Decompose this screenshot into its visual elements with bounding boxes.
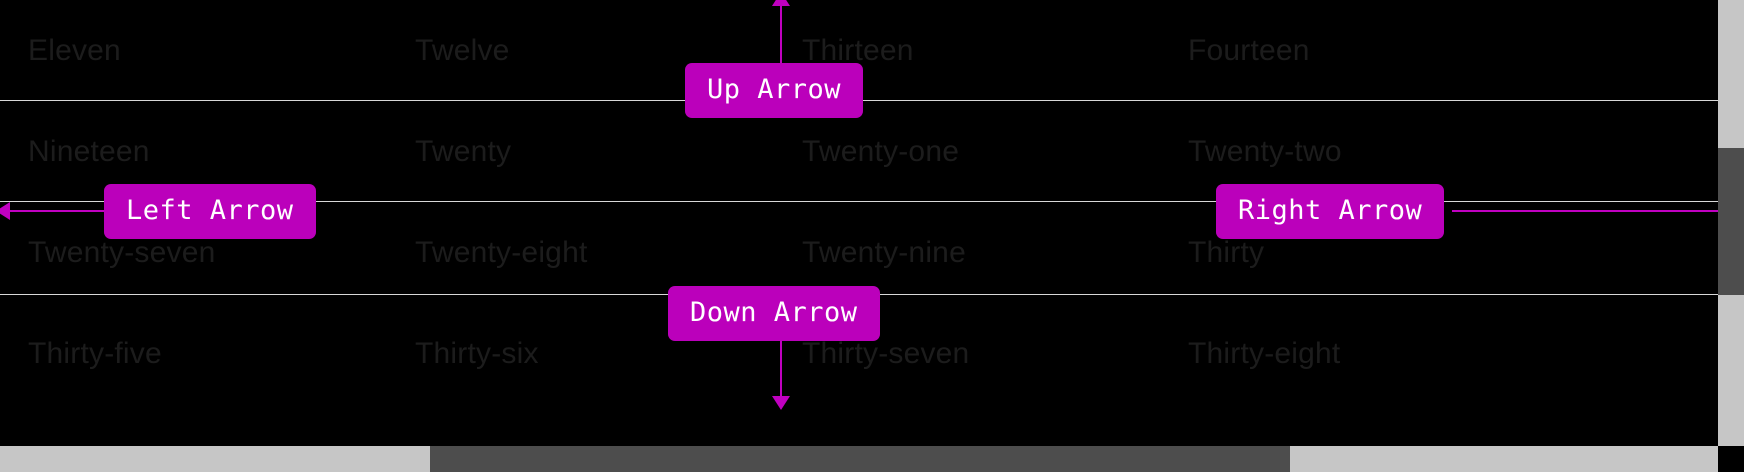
up-arrow-badge[interactable]: Up Arrow — [685, 63, 864, 118]
vertical-scrollbar[interactable] — [1718, 0, 1744, 446]
down-arrow-head — [772, 396, 790, 410]
table-row: Eleven Twelve Thirteen Fourteen — [0, 0, 1718, 101]
grid-cell[interactable]: Thirty-six — [415, 337, 539, 370]
grid-cell[interactable]: Twenty-two — [1188, 135, 1342, 168]
down-arrow-badge-label: Down Arrow — [690, 297, 858, 328]
grid-cell[interactable]: Thirty — [1188, 236, 1265, 269]
up-arrow-badge-label: Up Arrow — [707, 74, 842, 105]
down-arrow-shaft — [780, 340, 782, 402]
grid-cell[interactable]: Thirty-eight — [1188, 337, 1341, 370]
table-row: Nineteen Twenty Twenty-one Twenty-two — [0, 101, 1718, 202]
up-arrow-head — [772, 0, 790, 6]
vertical-scrollbar-thumb[interactable] — [1718, 148, 1744, 295]
grid-cell[interactable]: Twenty — [415, 135, 512, 168]
right-arrow-badge-label: Right Arrow — [1238, 195, 1423, 226]
right-arrow-shaft — [1452, 210, 1718, 212]
grid-cell[interactable]: Thirteen — [802, 34, 914, 67]
grid-cell[interactable]: Eleven — [28, 34, 121, 67]
scrollable-content-area[interactable]: Eleven Twelve Thirteen Fourteen Nineteen… — [0, 0, 1718, 446]
row-separator — [0, 201, 1718, 202]
grid-cell[interactable]: Thirty-seven — [802, 337, 970, 370]
grid-cell[interactable]: Twelve — [415, 34, 510, 67]
grid-cell[interactable]: Fourteen — [1188, 34, 1310, 67]
grid-cell[interactable]: Thirty-five — [28, 337, 162, 370]
grid-cell[interactable]: Nineteen — [28, 135, 150, 168]
scrollbar-corner — [1718, 446, 1744, 472]
table-row: Thirty-five Thirty-six Thirty-seven Thir… — [0, 303, 1718, 404]
left-arrow-badge[interactable]: Left Arrow — [104, 184, 316, 239]
table-row: Twenty-seven Twenty-eight Twenty-nine Th… — [0, 202, 1718, 303]
horizontal-scrollbar[interactable] — [0, 446, 1718, 472]
left-arrow-badge-label: Left Arrow — [126, 195, 294, 226]
grid-cell[interactable]: Twenty-one — [802, 135, 960, 168]
grid-cell[interactable]: Twenty-seven — [28, 236, 216, 269]
left-arrow-shaft — [6, 210, 116, 212]
down-arrow-badge[interactable]: Down Arrow — [668, 286, 880, 341]
grid-cell[interactable]: Twenty-nine — [802, 236, 966, 269]
right-arrow-badge[interactable]: Right Arrow — [1216, 184, 1445, 239]
grid-cell[interactable]: Twenty-eight — [415, 236, 588, 269]
up-arrow-shaft — [780, 0, 782, 66]
horizontal-scrollbar-thumb[interactable] — [430, 446, 1290, 472]
left-arrow-head — [0, 202, 10, 220]
